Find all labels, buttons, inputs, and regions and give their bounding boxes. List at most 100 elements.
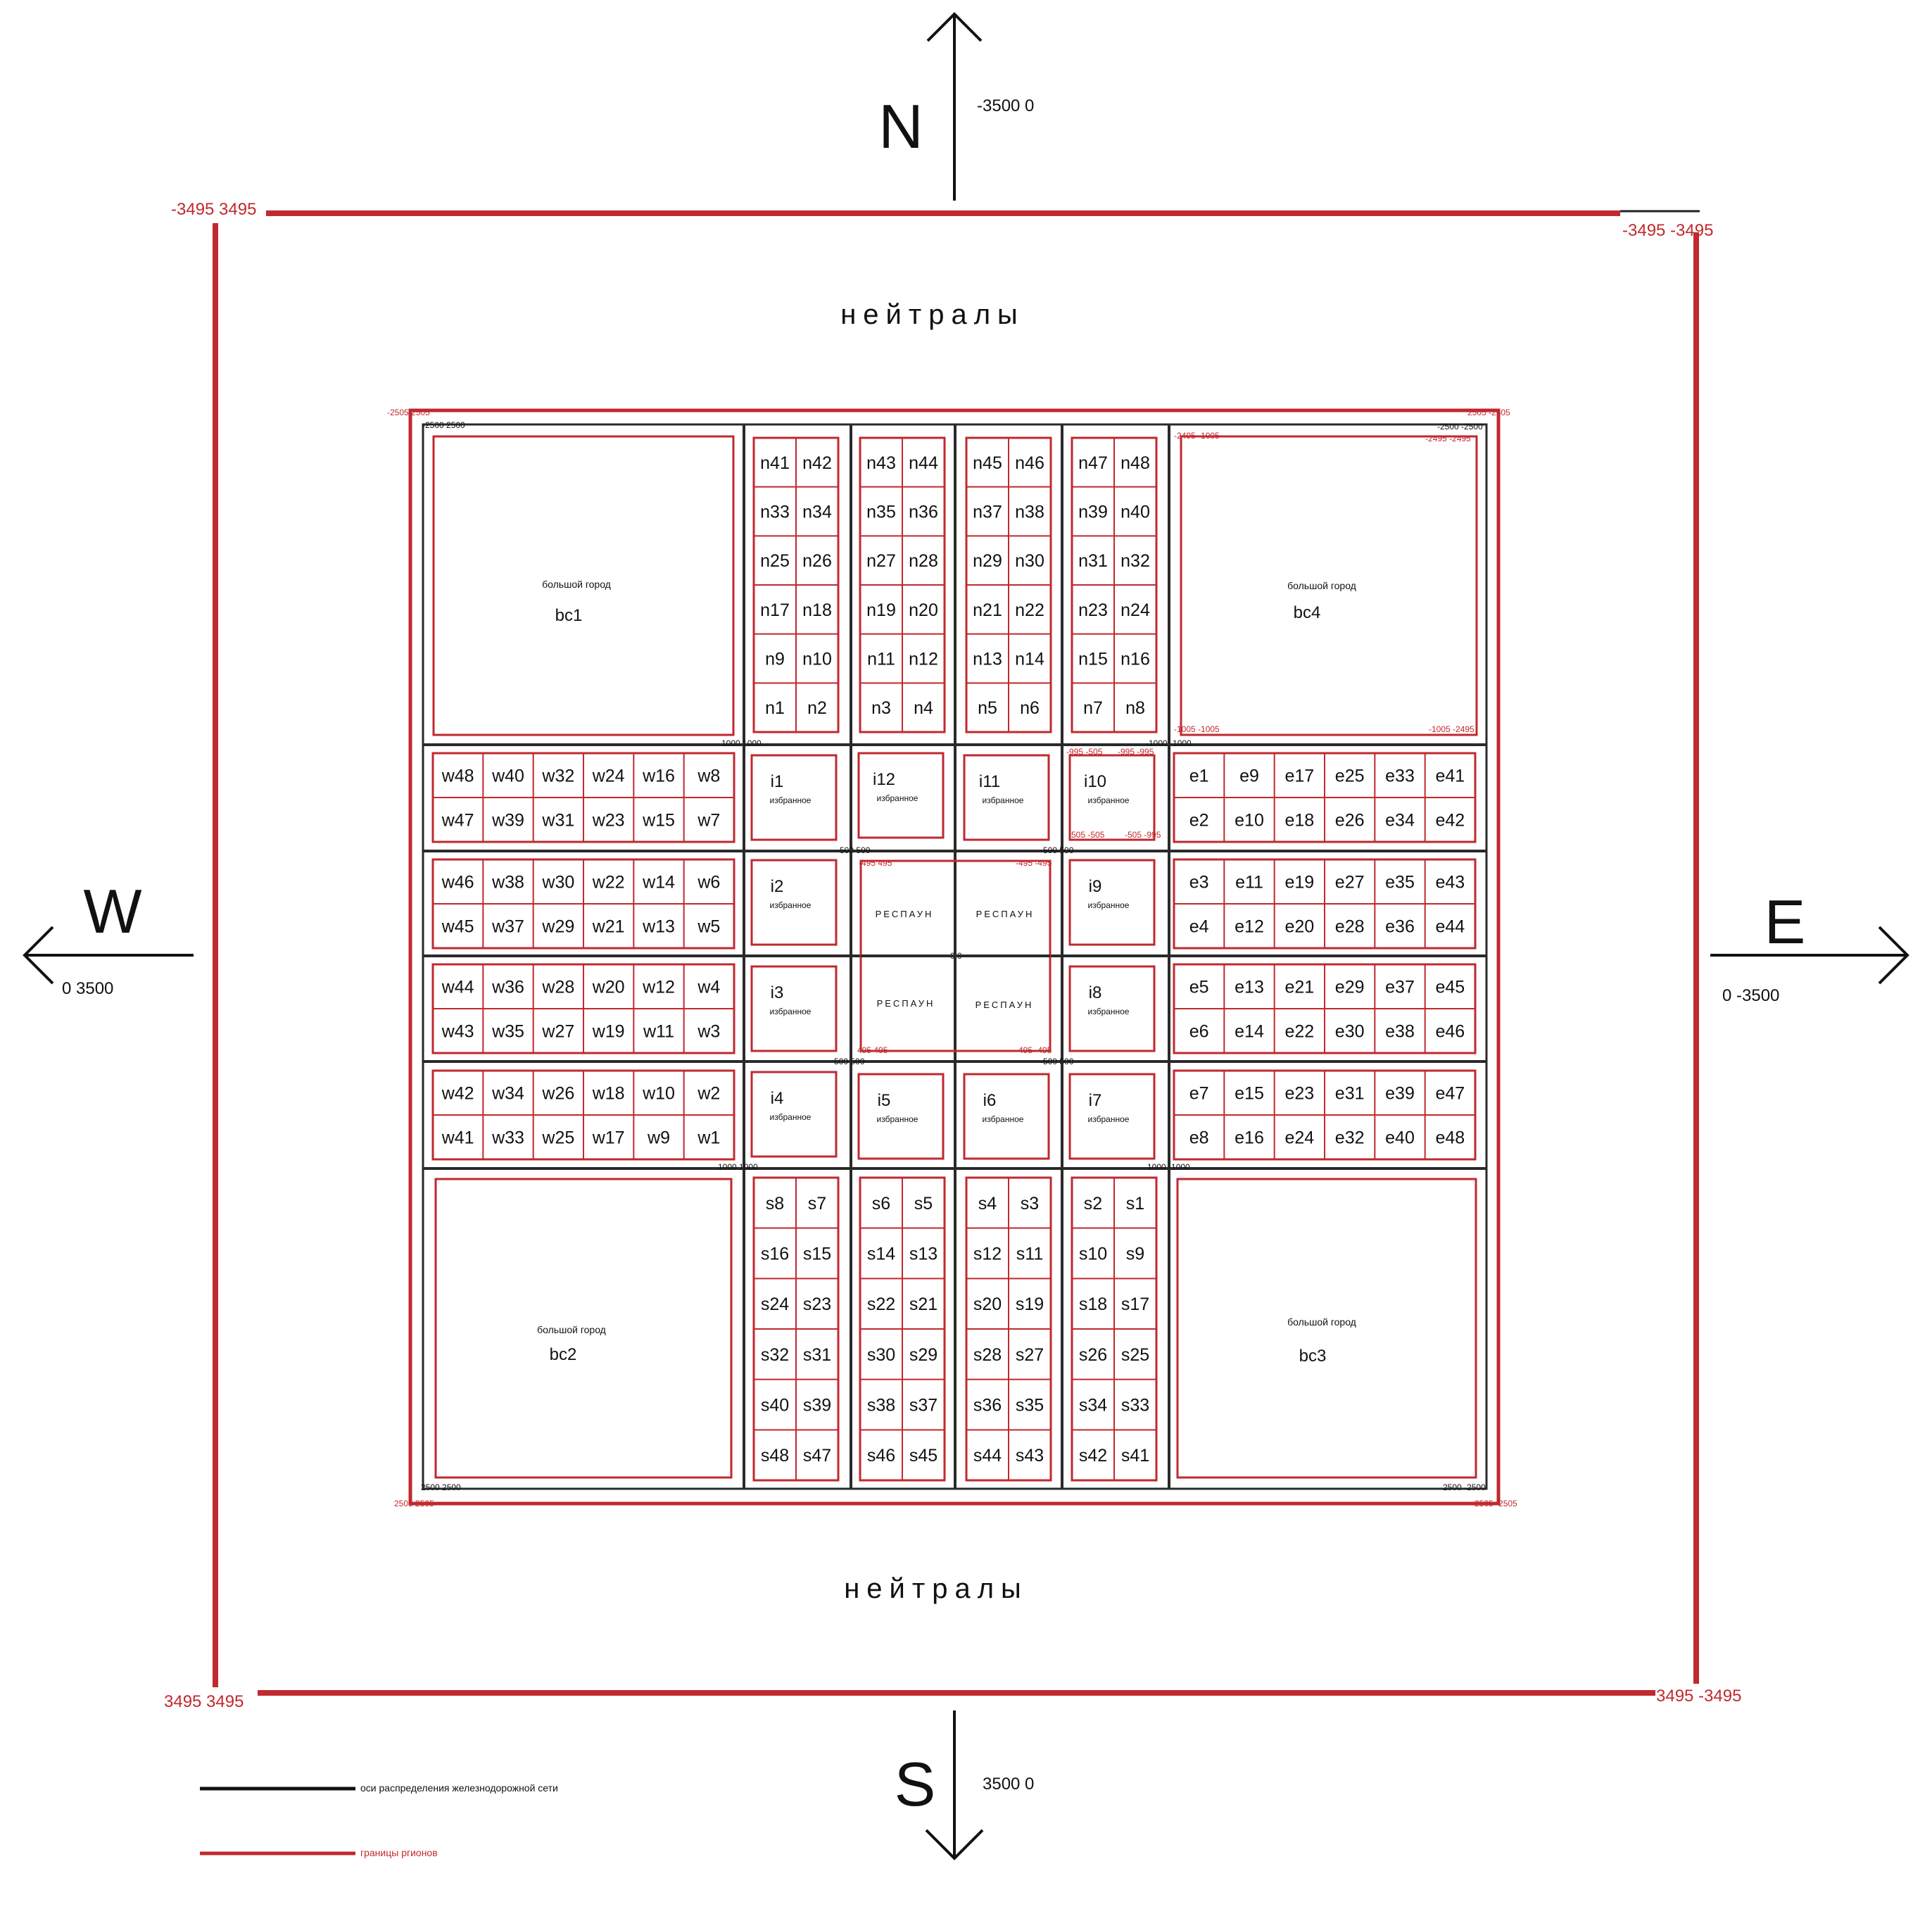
east-cell-e2: e2: [1189, 811, 1209, 831]
big-city-bc3: большой город bc3: [1176, 1178, 1477, 1479]
west-cell-w5: w5: [697, 917, 720, 937]
east-cell-e40: e40: [1385, 1128, 1415, 1148]
south-cell-s47: s47: [803, 1446, 831, 1466]
north-cell-n9: n9: [765, 650, 785, 669]
neutral-zone-south: нейтралы: [844, 1573, 1028, 1604]
south-cell-s39: s39: [803, 1396, 831, 1416]
favorite-id: i6: [983, 1091, 997, 1110]
east-coord: 0 -3500: [1722, 986, 1779, 1005]
big-city-bc1: большой город bc1: [432, 435, 735, 736]
west-cell-w26: w26: [541, 1084, 574, 1104]
east-cell-e36: e36: [1385, 917, 1415, 937]
favorite-id: i7: [1089, 1091, 1102, 1110]
grid-coord-e-500-bot: -500 500: [1040, 1057, 1074, 1066]
south-cell-s44: s44: [973, 1446, 1002, 1466]
west-cell-w42: w42: [441, 1084, 474, 1104]
north-cell-n18: n18: [802, 600, 832, 620]
west-coord: 0 3500: [62, 979, 113, 998]
north-cell-n32: n32: [1120, 551, 1150, 571]
grid-coord-ne-1000: -1000 -1000: [1146, 738, 1192, 748]
i10-corner-tr: -995 -995: [1118, 747, 1154, 757]
favorites-district: i1избранноеi12избранноеi11избранноеi10из…: [750, 747, 1161, 1160]
east-cell-e43: e43: [1435, 873, 1465, 893]
west-cell-w25: w25: [541, 1128, 574, 1148]
south-cell-s17: s17: [1121, 1294, 1149, 1314]
south-cell-s28: s28: [973, 1345, 1002, 1365]
favorite-id: i12: [873, 770, 895, 789]
south-cell-s42: s42: [1079, 1446, 1107, 1466]
west-cell-w1: w1: [697, 1128, 720, 1148]
south-cell-s22: s22: [867, 1294, 895, 1314]
east-cell-e35: e35: [1385, 873, 1415, 893]
west-cell-w44: w44: [441, 978, 474, 997]
big-city-id: bc4: [1294, 603, 1321, 622]
inner-corner-ne-red: 2505 -2505: [1467, 408, 1510, 417]
east-cell-e46: e46: [1435, 1022, 1465, 1042]
north-cell-n27: n27: [866, 551, 896, 571]
north-cell-n11: n11: [867, 650, 895, 669]
i10-corner-bl: -505 -505: [1068, 830, 1105, 840]
east-cell-e31: e31: [1335, 1084, 1365, 1104]
favorite-caption: избранное: [770, 1007, 812, 1016]
east-cell-e12: e12: [1235, 917, 1264, 937]
west-cell-w19: w19: [592, 1022, 625, 1042]
grid-coord-sw-1000: 1000 1000: [718, 1162, 758, 1172]
south-cell-s32: s32: [761, 1345, 789, 1365]
south-cell-s10: s10: [1079, 1245, 1107, 1264]
west-cell-w33: w33: [491, 1128, 524, 1148]
inner-corner-nw-black: -2500 2500: [422, 420, 465, 430]
east-cell-e26: e26: [1335, 811, 1365, 831]
north-cell-n31: n31: [1078, 551, 1108, 571]
neutral-zone-north: нейтралы: [840, 299, 1025, 330]
east-cell-e23: e23: [1284, 1084, 1314, 1104]
south-cell-s25: s25: [1121, 1345, 1149, 1365]
big-city-bc4: большой город bc4 -2495 -1005 -2495 -249…: [1174, 431, 1478, 736]
grid-coord-w-500-bot: 500 500: [834, 1057, 865, 1066]
east-cell-e14: e14: [1235, 1022, 1264, 1042]
west-cell-w38: w38: [491, 873, 524, 893]
east-cell-e16: e16: [1235, 1128, 1264, 1148]
east-cell-e22: e22: [1284, 1022, 1314, 1042]
north-cell-n47: n47: [1078, 453, 1108, 473]
west-cell-w34: w34: [491, 1084, 524, 1104]
favorite-id: i1: [771, 772, 784, 791]
west-cell-w35: w35: [491, 1022, 524, 1042]
big-city-caption: большой город: [542, 579, 611, 590]
i10-corner-tl: -995 -505: [1066, 747, 1103, 757]
west-cell-w45: w45: [441, 917, 474, 937]
south-cell-s3: s3: [1021, 1194, 1039, 1214]
west-cell-w20: w20: [592, 978, 625, 997]
west-cell-w18: w18: [592, 1084, 625, 1104]
grid-coord-nw-1000: 1000 1000: [721, 738, 762, 748]
west-arrow: W 0 3500: [23, 876, 194, 998]
north-cell-n36: n36: [909, 503, 938, 522]
south-cell-s21: s21: [909, 1294, 937, 1314]
east-cell-e28: e28: [1335, 917, 1365, 937]
south-cell-s36: s36: [973, 1396, 1002, 1416]
north-cell-n17: n17: [760, 600, 790, 620]
west-cell-w28: w28: [541, 978, 574, 997]
south-cell-s13: s13: [909, 1245, 937, 1264]
east-cell-e24: e24: [1284, 1128, 1314, 1148]
north-cell-n16: n16: [1120, 650, 1150, 669]
west-cell-w21: w21: [592, 917, 625, 937]
east-cell-e39: e39: [1385, 1084, 1415, 1104]
south-cell-s41: s41: [1121, 1446, 1149, 1466]
north-coord: -3500 0: [977, 96, 1034, 115]
south-coord: 3500 0: [983, 1775, 1034, 1794]
big-city-id: bc1: [555, 606, 583, 625]
bc4-corner-tr: -2495 -2495: [1425, 434, 1471, 443]
south-cell-s40: s40: [761, 1396, 789, 1416]
south-cell-s35: s35: [1016, 1396, 1044, 1416]
favorite-caption: избранное: [770, 795, 812, 805]
